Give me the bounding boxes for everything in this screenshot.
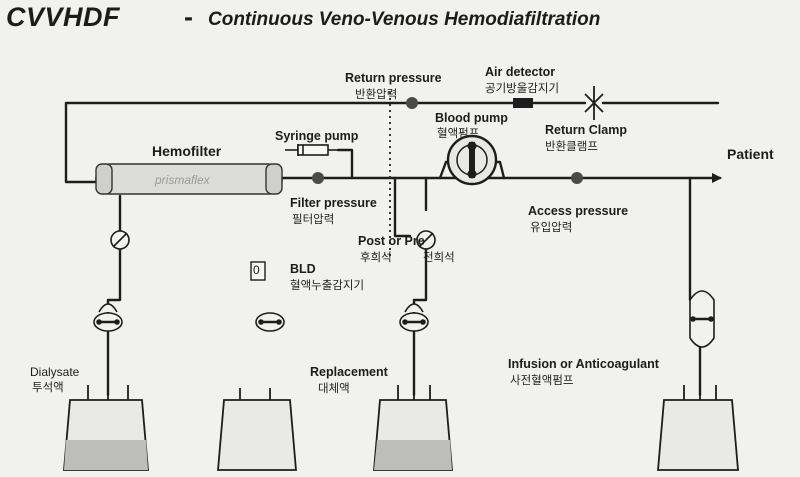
replacement-label-ko: 대체액 (318, 383, 350, 395)
syringe-pump-label: Syringe pump (275, 129, 359, 143)
filter-pressure-label: Filter pressure (290, 196, 377, 210)
blood-pump-label: Blood pump (435, 111, 508, 125)
dialysate-pump (93, 303, 123, 332)
effluent-bag (217, 388, 297, 471)
return-clamp-symbol (584, 86, 604, 120)
return-clamp-label: Return Clamp (545, 123, 627, 137)
dialysate-bag (63, 385, 149, 471)
filter-brand-text: prismaflex (154, 173, 211, 187)
post-or-pre-label: Post or Pre (358, 234, 425, 248)
dialysate-valve (110, 230, 130, 250)
title-full: Continuous Veno-Venous Hemodiafiltration (208, 9, 601, 30)
replacement-valve (416, 230, 436, 250)
replacement-bag (373, 385, 453, 471)
hemofilter-cylinder: prismaflex (95, 163, 283, 195)
air-detector-block (513, 98, 533, 108)
dialysate-line (106, 194, 122, 397)
return-pressure-label: Return pressure (345, 71, 442, 85)
bld-box (250, 261, 266, 281)
post-pre-branch (393, 176, 412, 238)
bld-label-ko: 혈액누출감지기 (290, 280, 365, 292)
access-pressure-label-ko: 유입압력 (530, 222, 573, 234)
access-pressure-label: Access pressure (528, 204, 629, 218)
syringe-pump-symbol (285, 144, 338, 156)
blood-pump-label-ko: 혈액펌프 (437, 128, 480, 140)
infusion-label-ko: 사전혈액펌프 (510, 375, 574, 387)
dialysate-label: Dialysate (30, 365, 80, 379)
title-dash: - (184, 2, 193, 32)
infusion-bag (657, 385, 739, 471)
bld-box-text: 0 (253, 263, 260, 277)
infusion-label: Infusion or Anticoagulant (508, 357, 659, 371)
replacement-line (412, 176, 428, 397)
filter-pressure-label-ko: 필터압력 (292, 214, 335, 226)
post-dilution-label-ko: 후희석 (360, 252, 392, 264)
pre-dilution-label-ko: 전희석 (423, 252, 455, 264)
infusion-line (688, 176, 702, 397)
bld-label: BLD (290, 262, 316, 276)
syringe-connector (336, 148, 354, 180)
title-abbreviation: CVVHDF (6, 2, 121, 32)
air-detector-label: Air detector (485, 65, 556, 79)
access-pressure-sensor (571, 172, 583, 184)
air-detector-label-ko: 공기방울감지기 (485, 83, 560, 95)
replacement-pump (399, 303, 429, 332)
return-pressure-label-ko: 반환압력 (355, 89, 398, 101)
return-line (64, 101, 587, 184)
blood-pump-symbol (446, 134, 498, 186)
filter-pressure-sensor (312, 172, 324, 184)
hemofilter-label: Hemofilter (152, 143, 222, 159)
dialysate-label-ko: 투석액 (32, 382, 64, 394)
effluent-pump (255, 312, 285, 332)
infusion-pump (689, 290, 715, 348)
return-pressure-sensor (406, 97, 418, 109)
replacement-label: Replacement (310, 365, 388, 379)
return-clamp-label-ko: 반환클램프 (545, 141, 598, 153)
patient-label: Patient (727, 146, 774, 162)
patient-arrow (712, 173, 722, 183)
